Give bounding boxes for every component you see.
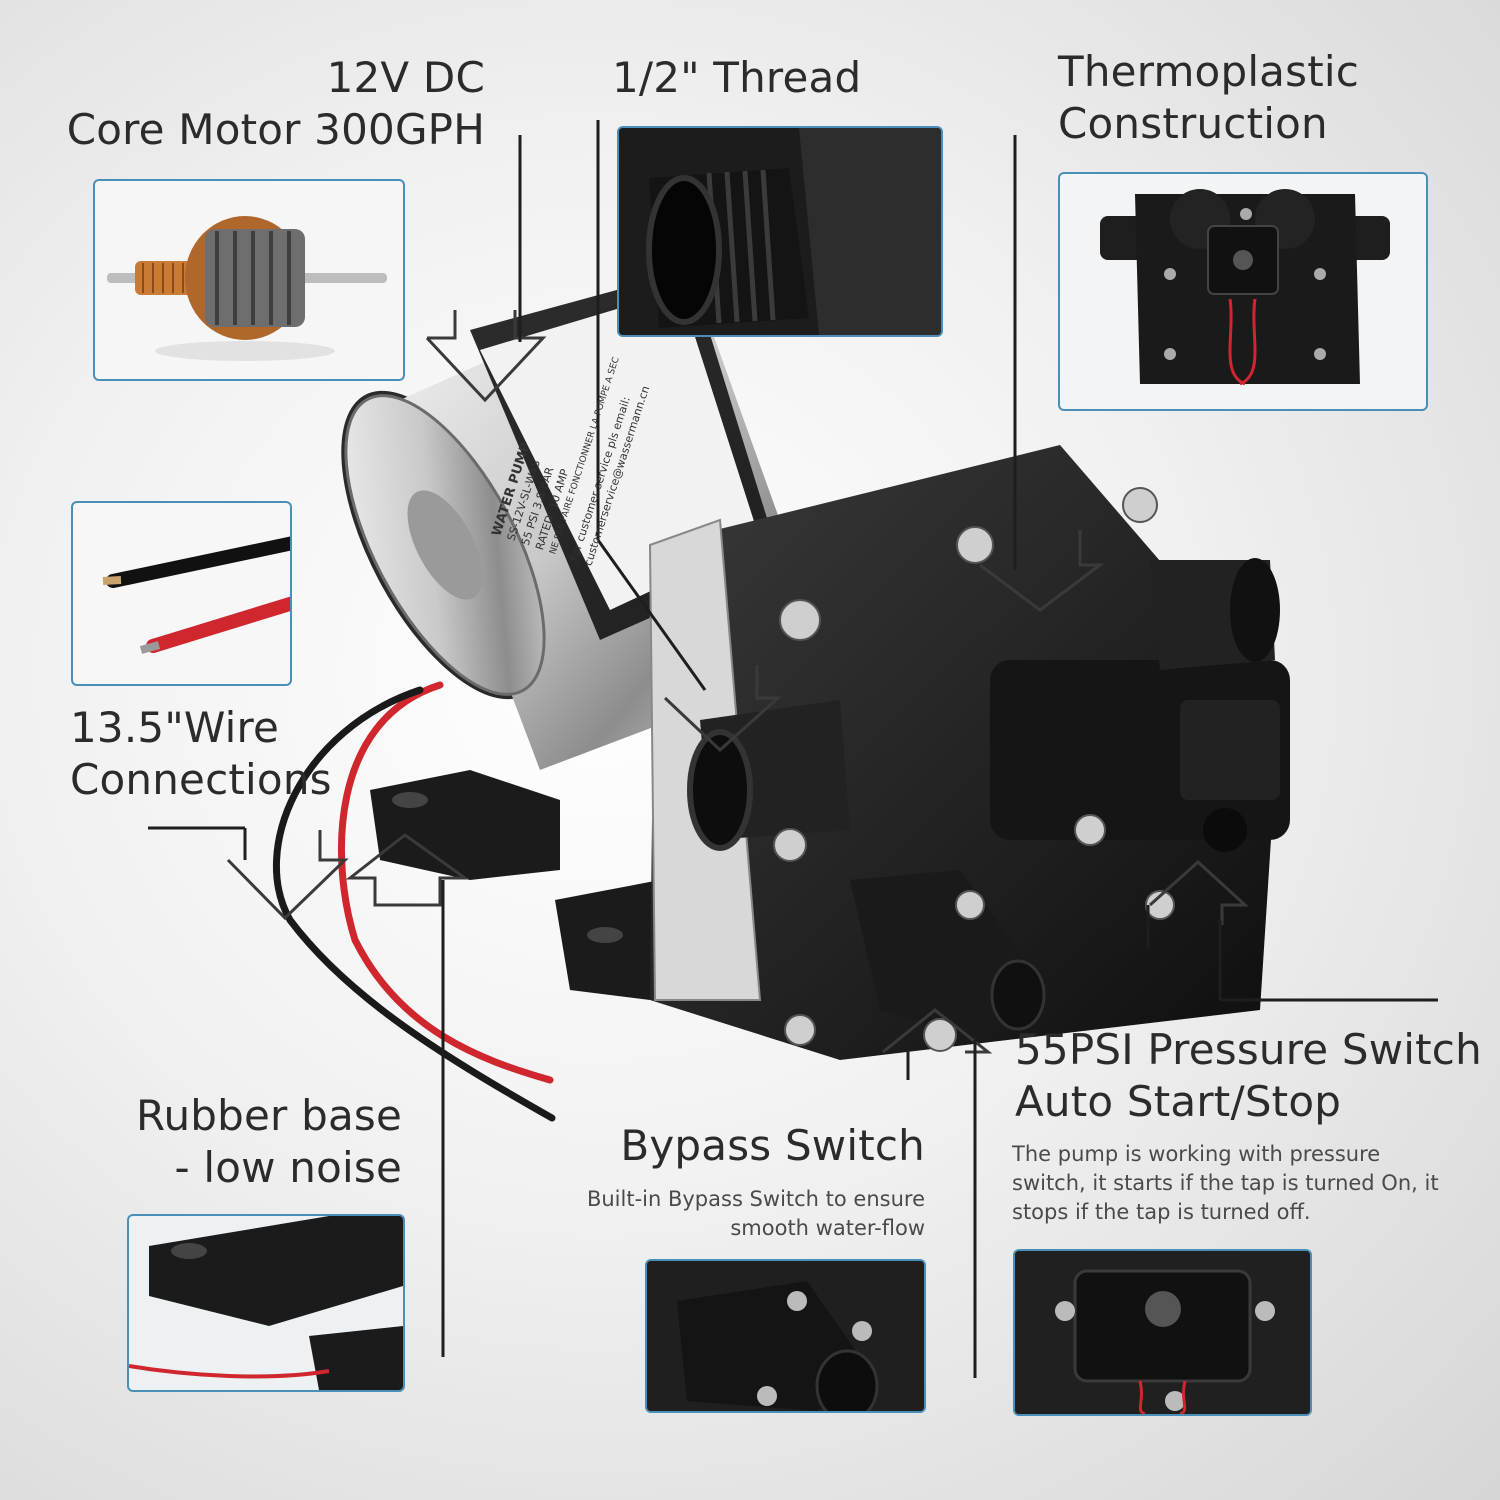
bypass-desc-line1: Built-in Bypass Switch to ensure: [586, 1187, 925, 1211]
motor-label: 12V DC Core Motor 300GPH: [60, 52, 485, 156]
motor-label-line2: Core Motor 300GPH: [66, 105, 485, 154]
wire-label-line1: 13.5"Wire: [70, 703, 280, 752]
bypass-title: Bypass Switch: [620, 1121, 925, 1170]
pump-head: [648, 445, 1290, 1060]
wire-image: [102, 536, 290, 654]
pressure-title-line2: Auto Start/Stop: [1015, 1077, 1342, 1126]
rubber-label-line1: Rubber base: [135, 1091, 402, 1140]
pressure-desc: The pump is working with pressure switch…: [1012, 1140, 1442, 1227]
wire-label: 13.5"Wire Connections: [70, 702, 332, 806]
thread-label: 1/2" Thread: [612, 53, 862, 102]
pressure-desc-line3: stops if the tap is turned off.: [1012, 1200, 1311, 1224]
pressure-title: 55PSI Pressure Switch Auto Start/Stop: [1015, 1024, 1482, 1128]
pressure-title-line1: 55PSI Pressure Switch: [1015, 1025, 1482, 1074]
rubber-foot-image: [129, 1216, 403, 1390]
arrow-motor-1: [425, 310, 547, 403]
pressure-desc-line1: The pump is working with pressure: [1012, 1142, 1381, 1166]
rubber-label: Rubber base - low noise: [100, 1090, 402, 1194]
bypass-desc-line2: smooth water-flow: [730, 1216, 925, 1240]
bypass-switch-inset: [645, 1259, 926, 1413]
thread-inset: [617, 126, 943, 337]
armature-image: [107, 216, 387, 361]
power-wires: [273, 681, 556, 1122]
motor-armature-inset: [93, 179, 405, 381]
wire-label-line2: Connections: [70, 755, 332, 804]
thermo-label-line2: Construction: [1058, 99, 1328, 148]
pressure-desc-line2: switch, it starts if the tap is turned O…: [1012, 1171, 1439, 1195]
bypass-desc: Built-in Bypass Switch to ensure smooth …: [560, 1185, 925, 1243]
rubber-base-inset: [127, 1214, 405, 1392]
pressure-switch-image: [1015, 1251, 1310, 1414]
pressure-switch-inset: [1013, 1249, 1312, 1416]
thread-image: [619, 128, 941, 335]
thermo-label: Thermoplastic Construction: [1058, 46, 1359, 150]
bypass-switch-image: [647, 1261, 924, 1411]
wire-inset: [71, 501, 292, 686]
rubber-label-line2: - low noise: [174, 1143, 402, 1192]
pump-head-front-image: [1100, 189, 1390, 386]
thermo-label-line1: Thermoplastic: [1058, 47, 1360, 96]
thermoplastic-inset: [1058, 172, 1428, 411]
motor-label-line1: 12V DC: [326, 53, 485, 102]
